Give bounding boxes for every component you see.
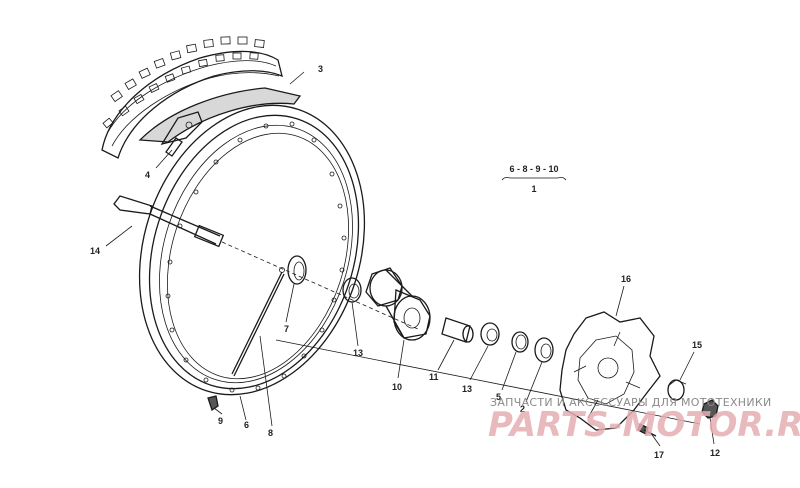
callout-rim: 6	[244, 420, 249, 430]
assembly-axis	[275, 339, 701, 425]
disc-bolt	[637, 423, 657, 437]
callout-spacer: 11	[429, 372, 439, 382]
rim-spoke-holes	[165, 121, 347, 393]
seal-right	[534, 337, 554, 363]
seal-left	[287, 255, 307, 285]
callout-hub: 10	[392, 382, 402, 392]
callout-labels: 3 4 14 7 13 10 11 13 5 2 16 15 12 17 9 6…	[90, 64, 720, 460]
axle-nut	[701, 399, 719, 419]
callout-axle: 14	[90, 246, 100, 256]
callout-bearing-left: 13	[353, 348, 363, 358]
callout-seal-right: 2	[520, 404, 525, 414]
callout-seal-left: 7	[284, 324, 289, 334]
kit-group-label: 6 - 8 - 9 - 10 1	[501, 164, 567, 194]
callout-tube-valve: 4	[145, 170, 150, 180]
callout-bearing-right: 13	[462, 384, 472, 394]
callout-disc-bolt: 17	[654, 450, 664, 460]
callout-axle-nut: 12	[710, 448, 720, 458]
circlip	[511, 331, 529, 353]
leader-lines	[105, 71, 715, 447]
tube-valve	[160, 111, 203, 157]
kit-items-text: 6 - 8 - 9 - 10	[509, 164, 558, 174]
tire	[101, 36, 302, 159]
spoke-nipple	[207, 395, 219, 412]
tire-tread	[102, 36, 265, 129]
watermark-caption: ЗАПЧАСТИ И АКСЕССУАРЫ ДЛЯ МОТОТЕХНИКИ	[490, 396, 772, 409]
callout-spoke: 8	[268, 428, 273, 438]
spacer-right	[667, 379, 687, 401]
axle	[113, 195, 421, 331]
watermark-logo: PARTS-MOTOR.RU	[488, 405, 800, 445]
hub	[365, 267, 431, 341]
kit-number-text: 1	[531, 184, 536, 194]
bearing-right	[480, 322, 500, 346]
callout-tire: 3	[318, 64, 323, 74]
spoke	[231, 267, 285, 377]
callout-circlip: 5	[496, 392, 501, 402]
callout-spoke-nipple: 9	[218, 416, 223, 426]
callout-brake-disc: 16	[621, 274, 631, 284]
rim	[138, 104, 366, 396]
brake-disc	[559, 311, 661, 431]
watermark: ЗАПЧАСТИ И АКСЕССУАРЫ ДЛЯ МОТОТЕХНИКИ PA…	[488, 396, 800, 445]
spacer	[441, 317, 474, 343]
callout-spacer-right: 15	[692, 340, 702, 350]
